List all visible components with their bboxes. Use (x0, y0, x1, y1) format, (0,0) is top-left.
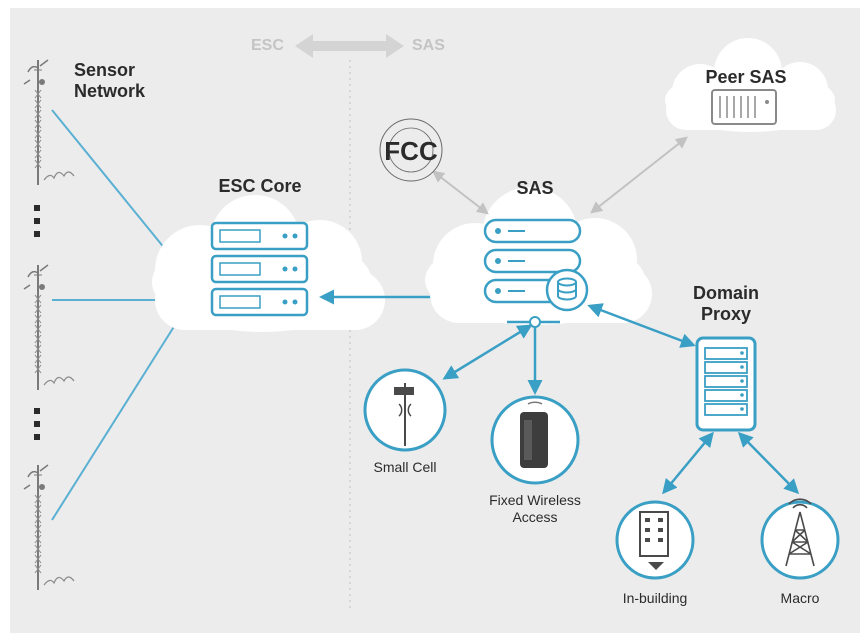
sensor-network-label: Sensor Network (74, 60, 146, 101)
ellipsis-dots (34, 205, 40, 440)
sas-label: SAS (516, 178, 554, 198)
small-cell-link (442, 324, 533, 380)
antenna-tower-icon (23, 464, 75, 591)
domain-proxy-label: Domain Proxy (692, 283, 759, 324)
building-icon (639, 511, 669, 570)
in-building-link (662, 431, 714, 495)
server-icon (711, 89, 777, 125)
fcc-seal-icon: FCC (379, 118, 443, 182)
fcc-seal-text: FCC (384, 136, 438, 166)
antenna-tower-icon (23, 59, 75, 186)
macro-tower-icon (785, 498, 815, 567)
macro-label: Macro (780, 590, 820, 606)
macro-node (760, 498, 840, 580)
sas-side-label: SAS (412, 37, 445, 54)
small-cell-label: Small Cell (373, 459, 437, 475)
database-icon (545, 268, 589, 312)
in-building-label: In-building (622, 590, 688, 606)
in-building-node (615, 500, 695, 580)
server-icon (210, 221, 309, 317)
domain-proxy-link (587, 303, 696, 348)
sensor-links (51, 109, 176, 521)
peer-sas-label: Peer SAS (705, 67, 787, 87)
macro-link (737, 431, 800, 495)
fcc-link (432, 170, 489, 215)
fixed-wireless-label: Fixed Wireless Access (489, 492, 581, 525)
small-cell-node (363, 368, 447, 452)
esc-sas-arrow (295, 34, 404, 58)
esc-core-label: ESC Core (218, 176, 302, 196)
antenna-tower-icon (23, 264, 75, 391)
fwa-node (490, 395, 580, 485)
sas-node (529, 316, 541, 328)
peer-sas-link (590, 136, 688, 214)
esc-side-label: ESC (251, 37, 284, 54)
server-icon (483, 218, 582, 304)
street-light-icon (394, 383, 414, 446)
router-icon (520, 401, 548, 468)
domain-proxy-server (695, 336, 757, 432)
